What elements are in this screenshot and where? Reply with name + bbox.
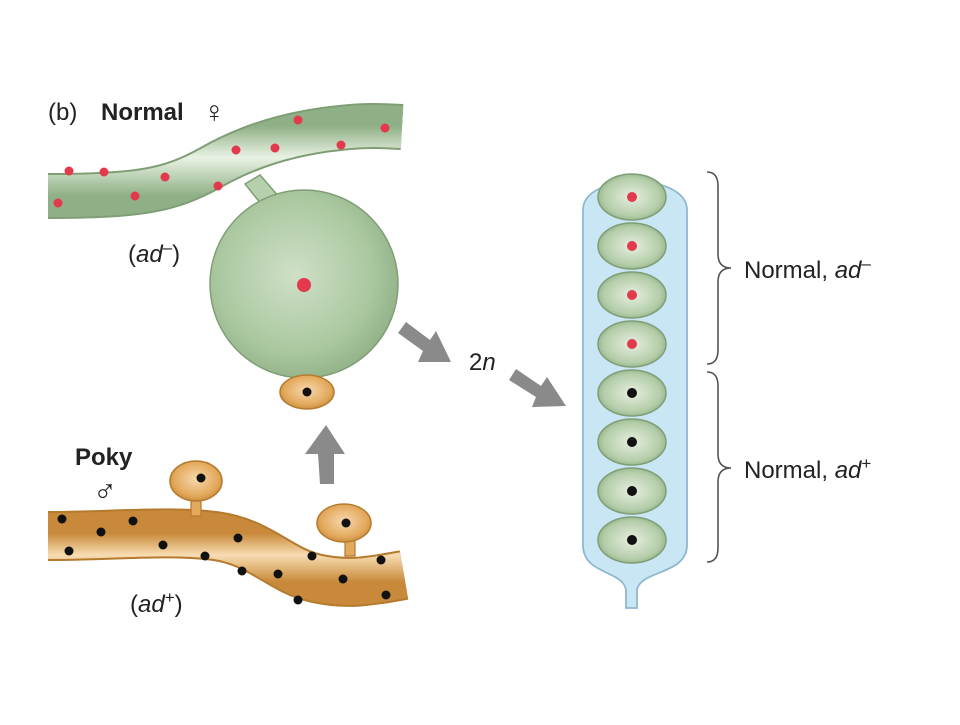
- ascus-arrow: [509, 369, 566, 407]
- female-genotype: (ad–): [128, 238, 180, 268]
- bottom-group-label: Normal, ad+: [744, 454, 871, 484]
- conidium: [169, 460, 223, 502]
- male-mitochondria: [57, 514, 391, 605]
- male-genotype: (ad+): [130, 588, 183, 618]
- ascospore-nucleus: [627, 339, 637, 349]
- ascospore-nucleus: [627, 290, 637, 300]
- male-symbol-icon: ♂: [93, 473, 117, 509]
- fertilization-arrow: [305, 425, 345, 484]
- male-label: Poky: [75, 444, 133, 471]
- female-label: Normal: [101, 99, 184, 126]
- ascospore-nucleus: [627, 192, 637, 202]
- ascospore-nucleus: [627, 241, 637, 251]
- protoperithecium-nucleus: [297, 278, 311, 292]
- ploidy-label: 2n: [469, 349, 496, 376]
- conidium-nucleus: [302, 387, 312, 397]
- ascospore-nucleus: [627, 437, 637, 447]
- ascospore-nucleus: [627, 486, 637, 496]
- zygote-arrow: [398, 322, 451, 362]
- ascospore-nucleus: [627, 388, 637, 398]
- female-mitochondria: [53, 115, 390, 208]
- ascospore-nucleus: [627, 535, 637, 545]
- bottom-brace: [706, 371, 732, 563]
- panel-label: (b): [48, 99, 77, 126]
- female-symbol-icon: ♀: [203, 96, 226, 129]
- top-brace: [706, 171, 732, 365]
- ascospores: [597, 173, 667, 564]
- top-group-label: Normal, ad–: [744, 254, 871, 284]
